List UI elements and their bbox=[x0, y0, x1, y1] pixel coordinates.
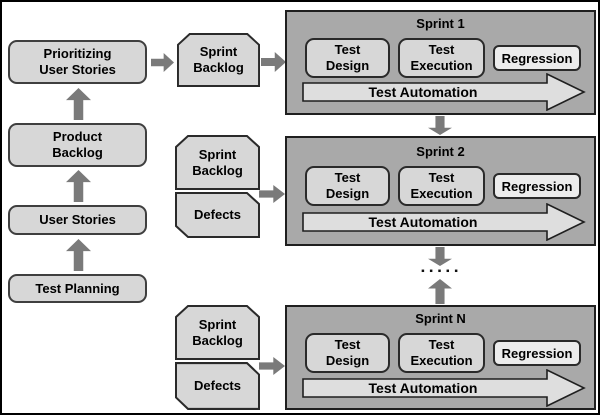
right-arrow-feed-to-sprintN bbox=[259, 357, 285, 375]
right-arrow-prioritizing-to-backlog bbox=[151, 53, 174, 72]
user-stories-box: User Stories bbox=[8, 205, 147, 235]
test-execution-box: Test Execution bbox=[398, 333, 485, 373]
regression-box: Regression bbox=[493, 45, 581, 71]
test-automation-label: Test Automation bbox=[368, 84, 478, 100]
chamfer-card-shape bbox=[175, 135, 260, 190]
regression-box: Regression bbox=[493, 173, 581, 199]
sprint-backlog-shape-3: Sprint Backlog bbox=[175, 305, 260, 360]
ellipsis-dots: ▪ ▪ ▪ ▪ ▪ bbox=[421, 266, 459, 277]
sprint-2-title: Sprint 2 bbox=[416, 144, 465, 159]
sprint-1-panel: Sprint 1 Test Design Test Execution Regr… bbox=[285, 10, 596, 115]
up-arrow-product-to-prioritizing bbox=[66, 88, 91, 120]
sprint-backlog-label: Sprint Backlog bbox=[192, 316, 243, 348]
defects-shape-1: Defects bbox=[175, 192, 260, 238]
chamfer-card-shape bbox=[175, 192, 260, 238]
chamfer-card-shape bbox=[177, 33, 260, 87]
defects-shape-2: Defects bbox=[175, 362, 260, 410]
sprint-backlog-label: Sprint Backlog bbox=[193, 44, 244, 75]
product-backlog-box: Product Backlog bbox=[8, 123, 147, 167]
big-right-arrow-shape bbox=[302, 203, 586, 241]
defects-label: Defects bbox=[194, 207, 241, 223]
test-automation-label: Test Automation bbox=[368, 380, 478, 396]
test-design-box: Test Design bbox=[305, 333, 390, 373]
big-right-arrow-shape bbox=[302, 73, 586, 111]
test-design-box: Test Design bbox=[305, 166, 390, 206]
chamfer-card-shape bbox=[175, 305, 260, 360]
sprint-backlog-shape-2: Sprint Backlog bbox=[175, 135, 260, 190]
right-arrow-feed-to-sprint2 bbox=[259, 185, 285, 203]
test-design-box: Test Design bbox=[305, 38, 390, 78]
test-automation-arrow: Test Automation bbox=[302, 369, 586, 407]
down-arrow-sprint2-to-ellipsis bbox=[428, 247, 452, 266]
big-right-arrow-shape bbox=[302, 369, 586, 407]
sprint-1-title: Sprint 1 bbox=[416, 16, 465, 31]
regression-box: Regression bbox=[493, 340, 581, 366]
test-automation-label: Test Automation bbox=[368, 214, 478, 230]
down-arrow-sprint1-to-sprint2 bbox=[428, 116, 452, 135]
test-automation-arrow: Test Automation bbox=[302, 203, 586, 241]
up-arrow-testplanning-to-userstories bbox=[66, 239, 91, 271]
sprint-2-panel: Sprint 2 Test Design Test Execution Regr… bbox=[285, 136, 596, 246]
sprint-backlog-shape-1: Sprint Backlog bbox=[177, 33, 260, 87]
up-arrow-sprintN-to-ellipsis bbox=[428, 279, 452, 304]
test-execution-box: Test Execution bbox=[398, 166, 485, 206]
sprint-n-panel: Sprint N Test Design Test Execution Regr… bbox=[285, 305, 596, 410]
test-planning-box: Test Planning bbox=[8, 274, 147, 303]
sprint-backlog-label: Sprint Backlog bbox=[192, 146, 243, 178]
up-arrow-userstories-to-product bbox=[66, 170, 91, 202]
right-arrow-backlog-to-sprint1 bbox=[261, 52, 286, 72]
prioritizing-user-stories-box: Prioritizing User Stories bbox=[8, 40, 147, 84]
defects-label: Defects bbox=[194, 378, 241, 394]
sprint-n-title: Sprint N bbox=[415, 311, 466, 326]
chamfer-card-shape bbox=[175, 362, 260, 410]
test-execution-box: Test Execution bbox=[398, 38, 485, 78]
test-automation-arrow: Test Automation bbox=[302, 73, 586, 111]
